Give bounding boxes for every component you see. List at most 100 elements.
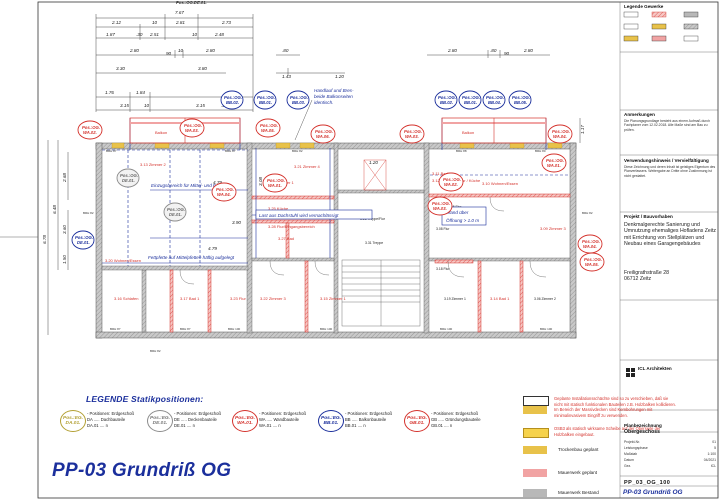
- legend-item-gb: Pos.:EG. GB.01. - Positionen: Erdgeschoß…: [404, 410, 494, 436]
- svg-text:WA.03.: WA.03.: [405, 134, 419, 139]
- bubble-wa-01a: Pos.:OG. WA.01.: [262, 173, 288, 193]
- svg-text:3.31 Treppe: 3.31 Treppe: [365, 241, 383, 245]
- svg-text:4.79: 4.79: [208, 246, 217, 251]
- svg-text:WA.03.: WA.03.: [433, 206, 447, 211]
- svg-text:Pos.:OG.: Pos.:OG.: [120, 173, 138, 178]
- bubble-wa-03b: Pos.:OG. WA.03.: [399, 124, 425, 144]
- bearing-zone-note: Einzugsbereich für Mittel- und Fettpfett…: [151, 183, 233, 188]
- tb-project-text: Denkmalgerechte Sanierung und Umnutzung …: [624, 222, 716, 248]
- svg-text:3.16 Schlafen: 3.16 Schlafen: [114, 296, 138, 301]
- balcony-label-left: Balkon: [155, 130, 167, 135]
- svg-text:BRH 80: BRH 80: [535, 149, 546, 153]
- svg-text:BRH 82: BRH 82: [582, 211, 593, 215]
- bubble-bb-02: Pos.:OG. BB.02.: [220, 90, 244, 110]
- bubble-wa-05: Pos.:OG. WA.05.: [255, 118, 281, 138]
- legend-item-de: Pos.:EG. DE.01. - Positionen: Erdgeschoß…: [147, 410, 237, 436]
- bubble-bb-01b: Pos.:OG. BB.01.: [458, 90, 482, 110]
- tb-planner: ICL Architekten: [638, 366, 672, 371]
- svg-text:Pos.:OG.: Pos.:OG.: [224, 95, 242, 100]
- tb-project-heading: Projekt / Bauvorhaben: [624, 214, 673, 219]
- svg-text:1.20: 1.20: [335, 74, 344, 79]
- svg-text:3.23 Flur: 3.23 Flur: [230, 296, 246, 301]
- svg-text:Pos.:OG.: Pos.:OG.: [432, 201, 450, 206]
- svg-text:BRH 87: BRH 87: [225, 149, 236, 153]
- title-block-lines: [619, 2, 718, 498]
- svg-text:Pos.:OG.: Pos.:OG.: [584, 257, 602, 262]
- bubble-de-01b: Pos.:OG. DE.01.: [163, 202, 187, 222]
- svg-text:3.08: 3.08: [258, 177, 263, 186]
- svg-text:BRH 82: BRH 82: [292, 149, 303, 153]
- legend-badge-bb: Pos.:EG. BB.01.: [318, 410, 344, 432]
- planner-logo: [626, 368, 635, 377]
- svg-text:Pos.:OG.: Pos.:OG.: [82, 125, 100, 130]
- svg-text:3.20 Wohnen/Essen: 3.20 Wohnen/Essen: [105, 258, 141, 263]
- bubble-wa-02b: Pos.:OG. WA.02.: [438, 172, 464, 192]
- svg-text:WA.04.: WA.04.: [583, 244, 597, 249]
- svg-text:Pos.:OG.: Pos.:OG.: [512, 95, 530, 100]
- tb-plan-name: Obergeschoss: [624, 429, 661, 435]
- svg-text:BB.03.: BB.03.: [292, 100, 305, 105]
- legend-heading: LEGENDE Statikpositionen:: [86, 394, 204, 404]
- tb-meta-0: Projekt-Nr. 01: [624, 440, 716, 444]
- svg-text:Pos.:OG.: Pos.:OG.: [167, 207, 185, 212]
- svg-text:1.87: 1.87: [106, 32, 115, 37]
- swatch-masonry-planned: [523, 469, 547, 477]
- svg-text:BRH 87: BRH 87: [110, 327, 121, 331]
- svg-text:10: 10: [192, 32, 198, 37]
- svg-text:3.28 Flur/Eingangsbereich: 3.28 Flur/Eingangsbereich: [268, 224, 315, 229]
- svg-text:Pos.:OG.: Pos.:OG.: [267, 178, 285, 183]
- svg-text:BB.01.: BB.01.: [464, 100, 477, 105]
- bubble-de-01c: Pos.:OG. DE.01.: [71, 230, 95, 250]
- masonry-planned-label: Mauerwerk geplant: [558, 470, 598, 475]
- staircase: [341, 159, 421, 327]
- tb-warning-heading: Verwendungshinweis / Vervielfältigung: [624, 158, 709, 163]
- svg-text:3.11 Bad/Wc: 3.11 Bad/Wc: [432, 171, 455, 176]
- svg-text:6.78: 6.78: [42, 235, 47, 244]
- svg-text:BRH 82: BRH 82: [150, 349, 161, 353]
- room-labels: 3.20 Wohnen/Essen 3.26 Treppe/Flur 3.24 …: [105, 162, 567, 301]
- svg-text:2.48: 2.48: [214, 32, 224, 37]
- tb-meta-4: Gez. ICL: [624, 464, 716, 468]
- position-de-01-text: Pos.:OG.DE.01.: [176, 0, 207, 5]
- svg-text:Pos.:OG.: Pos.:OG.: [486, 95, 504, 100]
- bubble-wa-03c: Pos.:OG. WA.03.: [427, 196, 453, 216]
- balcony-label-right: Balkon: [462, 130, 474, 135]
- svg-text:DE.01.: DE.01.: [122, 178, 135, 183]
- svg-text:Pos.:OG.: Pos.:OG.: [438, 95, 456, 100]
- svg-text:2.68: 2.68: [62, 173, 67, 183]
- svg-text:2.81: 2.81: [175, 20, 185, 25]
- svg-text:10: 10: [144, 103, 150, 108]
- tb-code: PP_03_OG_100: [624, 480, 671, 486]
- osb-note: OSB3 als statisch wirksame Scheibe auf d…: [554, 426, 661, 437]
- svg-text:Pos.:OG.: Pos.:OG.: [315, 129, 333, 134]
- legend-item-bb: Pos.:EG. BB.01. - Positionen: Erdgeschoß…: [318, 410, 408, 436]
- bubble-wa-02a: Pos.:OG. WA.02.: [77, 120, 103, 140]
- legend-badge-wa: Pos.:EG. WA.01.: [232, 410, 258, 432]
- tb-meta-1: Leistungsphase 5: [624, 446, 716, 450]
- svg-text:WA.05.: WA.05.: [261, 128, 275, 133]
- tb-plan-heading: Planbezeichnung: [624, 423, 662, 428]
- svg-text:3.60: 3.60: [62, 225, 67, 234]
- install-note: Geplante Installationsschächte sind so z…: [554, 396, 676, 418]
- svg-text:Pos.:OG.: Pos.:OG.: [462, 95, 480, 100]
- legend-badge-gb: Pos.:EG. GB.01.: [404, 410, 430, 432]
- existing-walls: [95, 142, 577, 339]
- bubble-wa-03: Pos.:OG. WA.03.: [179, 118, 205, 138]
- tb-address: Freiligrathstraße 28 06712 Zeitz: [624, 270, 669, 283]
- svg-text:Pos.:OG.: Pos.:OG.: [443, 177, 461, 182]
- svg-text:3.26 Treppe/Flur: 3.26 Treppe/Flur: [360, 217, 386, 221]
- bubble-bb-03: Pos.:OG. BB.03.: [286, 90, 310, 110]
- svg-text:DE.01.: DE.01.: [77, 240, 90, 245]
- bubble-wa-06: Pos.:OG. WA.06.: [310, 124, 336, 144]
- svg-text:Pos.:OG.: Pos.:OG.: [582, 239, 600, 244]
- svg-text:WA.01.: WA.01.: [547, 163, 561, 168]
- svg-text:3.80: 3.80: [198, 66, 207, 71]
- svg-text:WA.02.: WA.02.: [444, 182, 458, 187]
- svg-text:2.80: 2.80: [523, 48, 533, 53]
- svg-text:DE.01.: DE.01.: [169, 212, 182, 217]
- svg-text:3.09 Zimmer 3: 3.09 Zimmer 3: [540, 226, 567, 231]
- svg-text:3.15 Zimmer 1: 3.15 Zimmer 1: [320, 296, 347, 301]
- svg-text:Pos.:OG.: Pos.:OG.: [404, 129, 422, 134]
- swatch-osb: [523, 428, 549, 438]
